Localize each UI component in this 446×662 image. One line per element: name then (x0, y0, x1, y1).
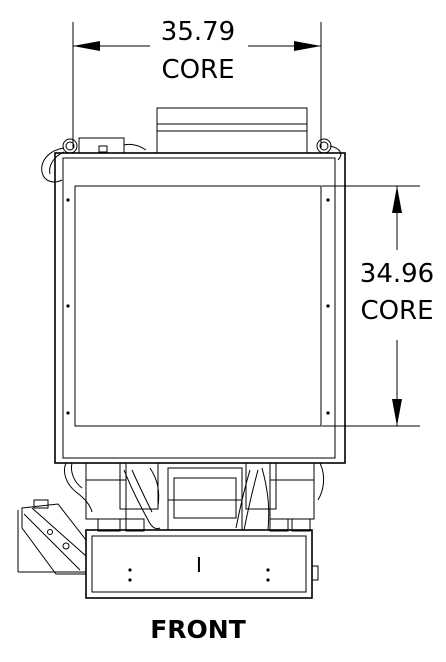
base-bolts (128, 568, 270, 582)
arrow-down-icon (392, 399, 402, 426)
arrow-right-icon (294, 41, 321, 51)
height-dimension: 34.96 CORE (322, 185, 434, 427)
view-label: FRONT (150, 615, 246, 644)
frame-bolts (66, 198, 330, 415)
width-label: CORE (161, 55, 234, 85)
component-mark: I (196, 553, 202, 577)
width-dimension: 35.79 CORE (72, 17, 322, 148)
lower-assembly (63, 462, 325, 532)
height-value: 34.96 (360, 259, 434, 289)
core-frame (54, 152, 346, 464)
side-bracket (17, 499, 87, 575)
height-label: CORE (360, 296, 433, 326)
base-enclosure: I (85, 529, 319, 599)
width-value: 35.79 (161, 17, 235, 47)
lifting-lug-left-icon (65, 141, 75, 151)
top-equipment (41, 107, 342, 183)
arrow-up-icon (392, 186, 402, 213)
arrow-left-icon (73, 41, 100, 51)
lifting-lug-right-icon (319, 141, 329, 151)
